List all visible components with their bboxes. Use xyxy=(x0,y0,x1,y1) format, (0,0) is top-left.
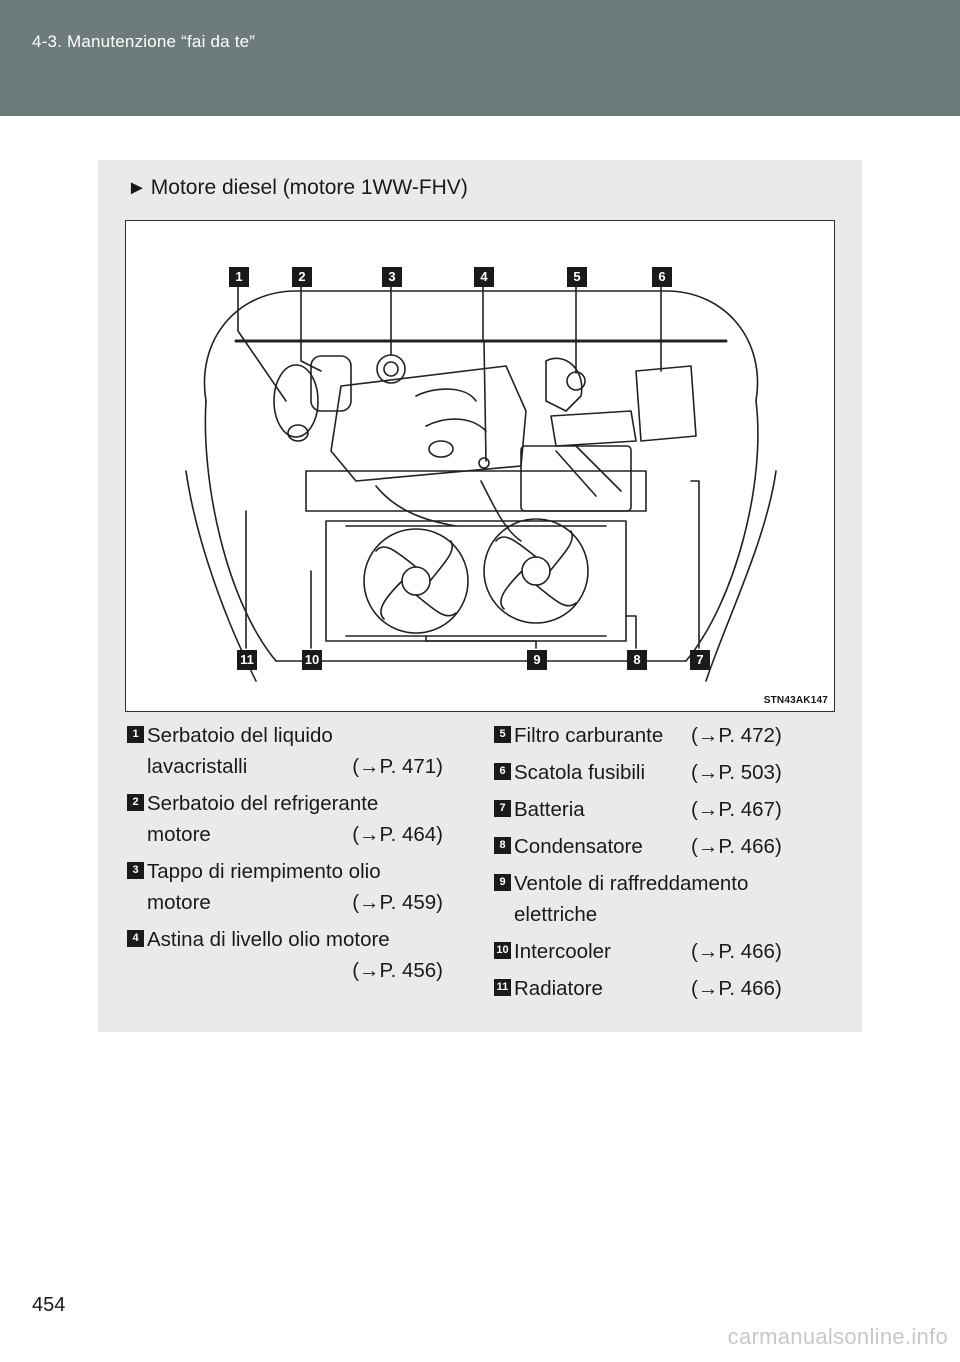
chapter-title: 4-3. Manutenzione “fai da te” xyxy=(32,32,256,51)
callout-4: 4 xyxy=(474,267,494,287)
callout-10: 10 xyxy=(302,650,322,670)
callout-2: 2 xyxy=(292,267,312,287)
engine-bay-drawing xyxy=(185,280,777,682)
legend-item-2: 2 Serbatoio del refrigerante motore (→P.… xyxy=(127,788,457,850)
legend-text-cont: motore xyxy=(147,891,211,914)
callout-9: 9 xyxy=(527,650,547,670)
legend-left: 1 Serbatoio del liquido lavacristalli (→… xyxy=(127,720,457,992)
legend-text-cont: elettriche xyxy=(514,903,598,926)
legend-text: Filtro carburante xyxy=(514,724,664,747)
legend-text: Radiatore xyxy=(514,977,603,1000)
page-reference: (→P. 472) xyxy=(691,724,782,747)
legend-number: 1 xyxy=(127,726,144,743)
page-reference: (→P. 466) xyxy=(691,977,782,1000)
watermark: carmanualsonline.info xyxy=(727,1324,948,1349)
page-reference: (→P. 466) xyxy=(691,835,782,858)
legend-item-11: 11 Radiatore (→P. 466) xyxy=(494,973,824,1004)
section-title: ►Motore diesel (motore 1WW-FHV) xyxy=(127,176,468,200)
pointer-arrow-icon: ► xyxy=(127,177,147,199)
legend-item-6: 6 Scatola fusibili (→P. 503) xyxy=(494,757,824,788)
legend-text: Tappo di riempimento olio xyxy=(147,860,381,883)
legend-item-1: 1 Serbatoio del liquido lavacristalli (→… xyxy=(127,720,457,782)
callout-1: 1 xyxy=(229,267,249,287)
legend-number: 3 xyxy=(127,862,144,879)
page-reference: (→P. 467) xyxy=(691,798,782,821)
figure-code: STN43AK147 xyxy=(763,695,828,706)
legend-text: Astina di livello olio motore xyxy=(147,928,390,951)
legend-text: Serbatoio del refrigerante xyxy=(147,792,379,815)
page-reference: (→P. 466) xyxy=(691,940,782,963)
engine-bay-illustration: 1 2 3 4 5 6 11 10 9 8 7 STN43AK147 xyxy=(125,220,835,712)
legend-item-4: 4 Astina di livello olio motore (→P. 456… xyxy=(127,924,457,986)
callout-7: 7 xyxy=(690,650,710,670)
legend-text: Serbatoio del liquido xyxy=(147,724,333,747)
page-reference: (→P. 464) xyxy=(352,823,443,846)
legend-text: Ventole di raffreddamento xyxy=(514,872,749,895)
section-title-text: Motore diesel (motore 1WW-FHV) xyxy=(150,176,468,199)
legend-text: Scatola fusibili xyxy=(514,761,646,784)
callout-8: 8 xyxy=(627,650,647,670)
legend-number: 5 xyxy=(494,726,511,743)
legend-text-cont: lavacristalli xyxy=(147,755,248,778)
page-reference: (→P. 503) xyxy=(691,761,782,784)
legend-item-10: 10 Intercooler (→P. 466) xyxy=(494,936,824,967)
legend-text: Condensatore xyxy=(514,835,643,858)
page-number: 454 xyxy=(32,1294,66,1316)
page-reference: (→P. 459) xyxy=(352,891,443,914)
page-reference: (→P. 456) xyxy=(352,959,443,982)
callout-6: 6 xyxy=(652,267,672,287)
legend-number: 10 xyxy=(494,942,511,959)
legend-number: 4 xyxy=(127,930,144,947)
callout-3: 3 xyxy=(382,267,402,287)
legend-item-3: 3 Tappo di riempimento olio motore (→P. … xyxy=(127,856,457,918)
legend-number: 6 xyxy=(494,763,511,780)
legend-item-8: 8 Condensatore (→P. 466) xyxy=(494,831,824,862)
legend-right: 5 Filtro carburante (→P. 472) 6 Scatola … xyxy=(494,720,824,1010)
legend-number: 11 xyxy=(494,979,511,996)
legend-text: Batteria xyxy=(514,798,585,821)
page-reference: (→P. 471) xyxy=(352,755,443,778)
legend-text: Intercooler xyxy=(514,940,611,963)
legend-item-9: 9 Ventole di raffreddamento elettriche xyxy=(494,868,824,930)
legend-number: 2 xyxy=(127,794,144,811)
legend-text-cont: motore xyxy=(147,823,211,846)
legend-item-7: 7 Batteria (→P. 467) xyxy=(494,794,824,825)
legend-number: 8 xyxy=(494,837,511,854)
legend-item-5: 5 Filtro carburante (→P. 472) xyxy=(494,720,824,751)
legend-number: 9 xyxy=(494,874,511,891)
legend-number: 7 xyxy=(494,800,511,817)
page-header: 4-3. Manutenzione “fai da te” xyxy=(0,0,960,116)
callout-5: 5 xyxy=(567,267,587,287)
callout-11: 11 xyxy=(237,650,257,670)
